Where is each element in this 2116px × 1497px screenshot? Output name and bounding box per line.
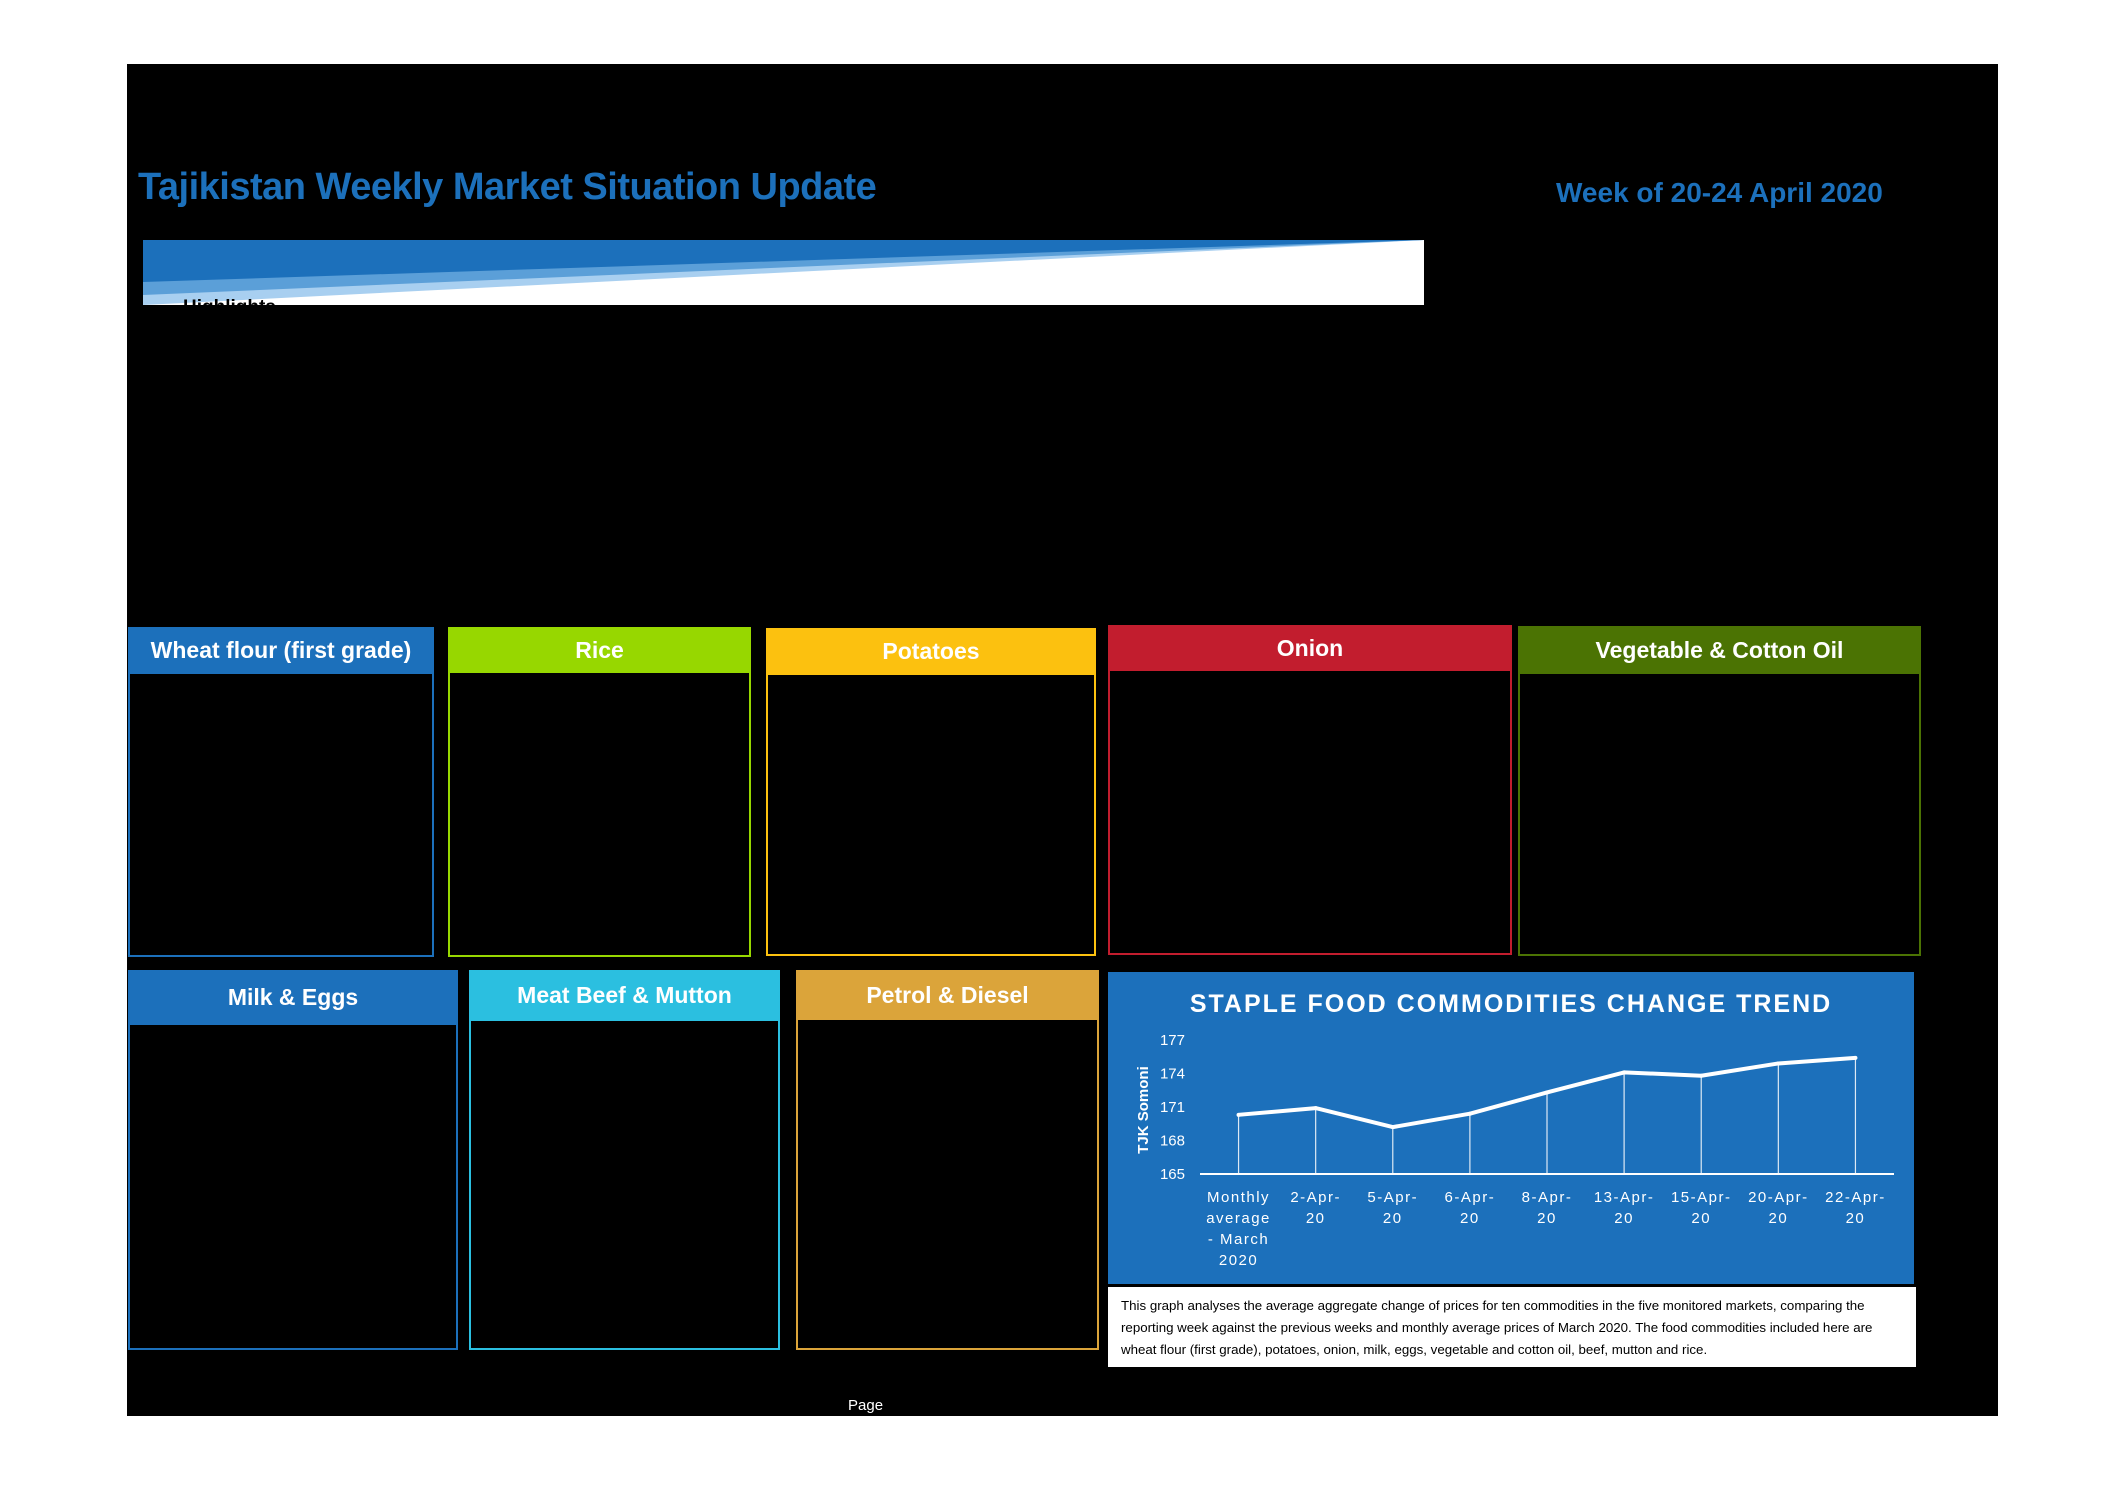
box-meat: Meat Beef & Mutton bbox=[469, 970, 780, 1350]
x-tick-label: 2-Apr-20 bbox=[1290, 1189, 1341, 1227]
data-point bbox=[1236, 1112, 1241, 1117]
header-wheat-flour: Wheat flour (first grade) bbox=[128, 627, 434, 674]
y-tick-label: 171 bbox=[1160, 1099, 1185, 1116]
y-tick-label: 174 bbox=[1160, 1066, 1185, 1083]
data-point bbox=[1622, 1070, 1627, 1075]
y-tick-label: 165 bbox=[1160, 1166, 1185, 1183]
data-point bbox=[1776, 1061, 1781, 1066]
y-tick-label: 168 bbox=[1160, 1133, 1185, 1150]
x-tick-label: 6-Apr-20 bbox=[1445, 1189, 1496, 1227]
page-footer-label: Page bbox=[848, 1397, 884, 1414]
box-potatoes: Potatoes bbox=[766, 628, 1096, 956]
x-tick-label: 5-Apr-20 bbox=[1367, 1189, 1418, 1227]
data-point bbox=[1853, 1055, 1858, 1060]
header-meat: Meat Beef & Mutton bbox=[469, 970, 780, 1021]
data-point bbox=[1699, 1073, 1704, 1078]
box-rice: Rice bbox=[448, 627, 751, 957]
header-petrol-diesel: Petrol & Diesel bbox=[796, 970, 1099, 1020]
box-onion: Onion bbox=[1108, 625, 1512, 955]
header-potatoes: Potatoes bbox=[766, 628, 1096, 675]
data-point bbox=[1390, 1125, 1395, 1130]
chart-caption: This graph analyses the average aggregat… bbox=[1108, 1287, 1916, 1367]
chart-ylabel: TJK Somoni bbox=[1135, 1066, 1152, 1154]
report-week: Week of 20-24 April 2020 bbox=[1556, 177, 1883, 208]
data-point bbox=[1545, 1090, 1549, 1095]
header-vegetable-oil: Vegetable & Cotton Oil bbox=[1518, 626, 1921, 674]
x-tick-label: 20-Apr-20 bbox=[1748, 1189, 1809, 1227]
header-onion: Onion bbox=[1108, 625, 1512, 671]
header-rice: Rice bbox=[448, 627, 751, 673]
data-point bbox=[1313, 1106, 1318, 1111]
box-milk-eggs: Milk & Eggs bbox=[128, 970, 458, 1350]
page-title: Tajikistan Weekly Market Situation Updat… bbox=[138, 166, 877, 208]
x-tick-label: 8-Apr-20 bbox=[1522, 1189, 1573, 1227]
x-tick-label: 13-Apr-20 bbox=[1594, 1189, 1655, 1227]
y-tick-label: 177 bbox=[1160, 1032, 1185, 1049]
x-tick-label: 22-Apr-20 bbox=[1825, 1189, 1886, 1227]
highlights-label: Highlights bbox=[183, 296, 276, 306]
box-wheat-flour: Wheat flour (first grade) bbox=[128, 627, 434, 957]
header-milk-eggs: Milk & Eggs bbox=[128, 970, 458, 1025]
data-point bbox=[1467, 1111, 1472, 1116]
box-vegetable-oil: Vegetable & Cotton Oil bbox=[1518, 626, 1921, 956]
x-tick-label: 15-Apr-20 bbox=[1671, 1189, 1732, 1227]
title-banner bbox=[143, 240, 1424, 305]
staple-food-trend-chart: STAPLE FOOD COMMODITIES CHANGE TREND TJK… bbox=[1108, 972, 1914, 1284]
chart-title: STAPLE FOOD COMMODITIES CHANGE TREND bbox=[1189, 990, 1833, 1018]
box-petrol-diesel: Petrol & Diesel bbox=[796, 970, 1099, 1350]
